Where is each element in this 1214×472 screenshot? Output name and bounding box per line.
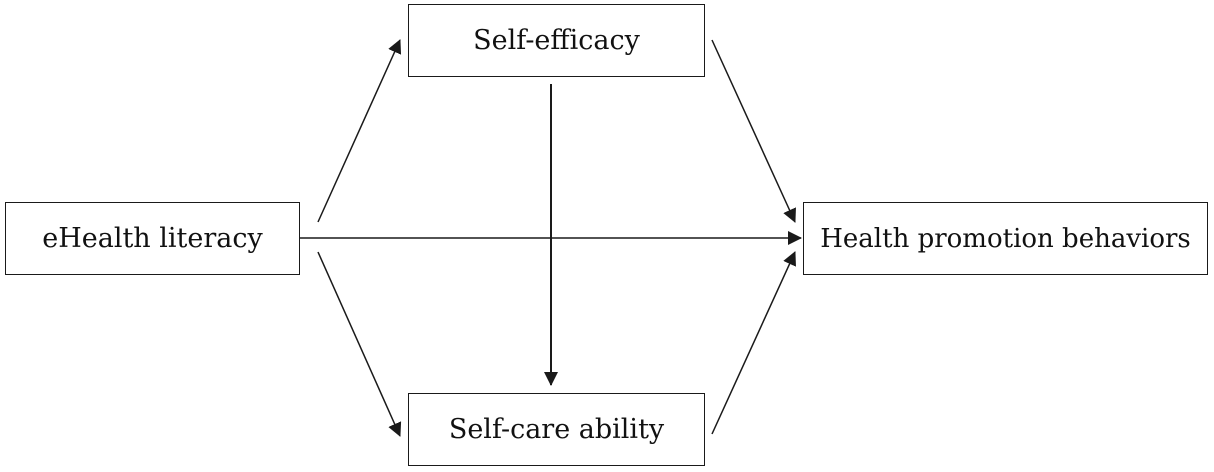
node-self-care-ability: Self-care ability <box>408 393 705 466</box>
node-label: Self-care ability <box>448 414 665 445</box>
node-label: Health promotion behaviors <box>820 223 1191 254</box>
edge-self-efficacy-to-health-promotion <box>711 39 796 223</box>
node-label: eHealth literacy <box>42 223 263 254</box>
edge-ehealth-to-self-care <box>317 251 402 437</box>
node-health-promotion-behaviors: Health promotion behaviors <box>803 202 1208 275</box>
node-ehealth-literacy: eHealth literacy <box>5 202 300 275</box>
node-label: Self-efficacy <box>473 25 640 56</box>
edge-self-care-to-health-promotion <box>711 251 796 435</box>
node-self-efficacy: Self-efficacy <box>408 4 705 77</box>
edge-ehealth-to-self-efficacy <box>317 39 402 223</box>
